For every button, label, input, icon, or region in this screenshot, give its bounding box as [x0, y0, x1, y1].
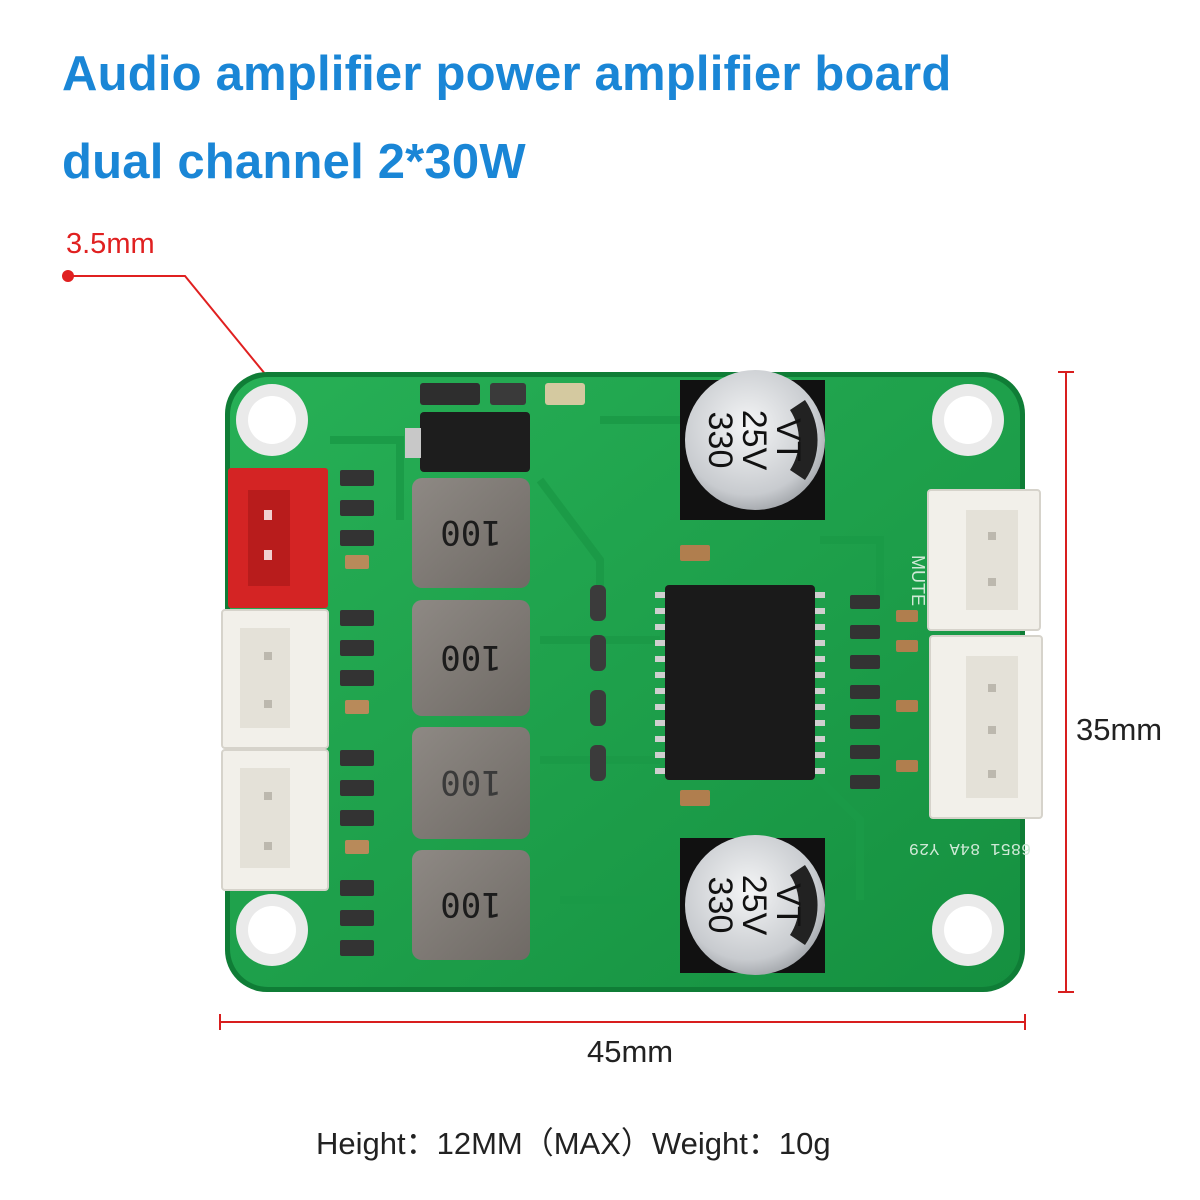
- speaker-connector[interactable]: [221, 749, 329, 891]
- callout-leader-line: [68, 275, 271, 381]
- inductor: 100: [412, 850, 530, 960]
- spec-text: Height：12MM（MAX）Weight：10g: [316, 1126, 831, 1161]
- silk-part-label: 6851 84A Y29: [909, 838, 1031, 857]
- capacitor-label-line: VT: [769, 883, 807, 926]
- inductor: 100: [412, 478, 530, 588]
- width-dimension-label: 45mm: [587, 1034, 674, 1069]
- capacitor-label-line: 25V: [735, 410, 773, 471]
- input-connector-red[interactable]: [228, 468, 328, 608]
- capacitor-label-line: 330: [701, 412, 739, 469]
- silk-mute-label: MUTE: [908, 555, 928, 606]
- electrolytic-capacitor: VT 25V 330: [680, 370, 825, 520]
- mounting-hole: [236, 894, 308, 966]
- mounting-hole: [932, 384, 1004, 456]
- inductor-label: 100: [440, 637, 501, 677]
- title-line-1: Audio amplifier power amplifier board: [62, 47, 952, 101]
- title-line-2: dual channel 2*30W: [62, 135, 526, 189]
- height-dimension-label: 35mm: [1076, 712, 1163, 747]
- power-connector[interactable]: [929, 635, 1043, 819]
- inductor: 100: [412, 600, 530, 716]
- speaker-connector[interactable]: [221, 609, 329, 749]
- mounting-hole: [932, 894, 1004, 966]
- mounting-hole: [236, 384, 308, 456]
- callout-label: 3.5mm: [66, 228, 155, 260]
- amplifier-ic: [655, 585, 825, 780]
- inductor-label: 100: [440, 884, 501, 924]
- inductor-label: 100: [440, 512, 501, 552]
- capacitor-label-line: 330: [701, 877, 739, 934]
- pcb-board: 100 100 100 100 VT 25V 330: [221, 370, 1043, 992]
- electrolytic-capacitor: VT 25V 330: [680, 835, 825, 975]
- mute-connector[interactable]: [927, 489, 1041, 631]
- capacitor-label-line: 25V: [735, 875, 773, 936]
- capacitor-label-line: VT: [769, 418, 807, 461]
- inductor-label: 100: [440, 762, 501, 802]
- inductor: 100: [412, 727, 530, 839]
